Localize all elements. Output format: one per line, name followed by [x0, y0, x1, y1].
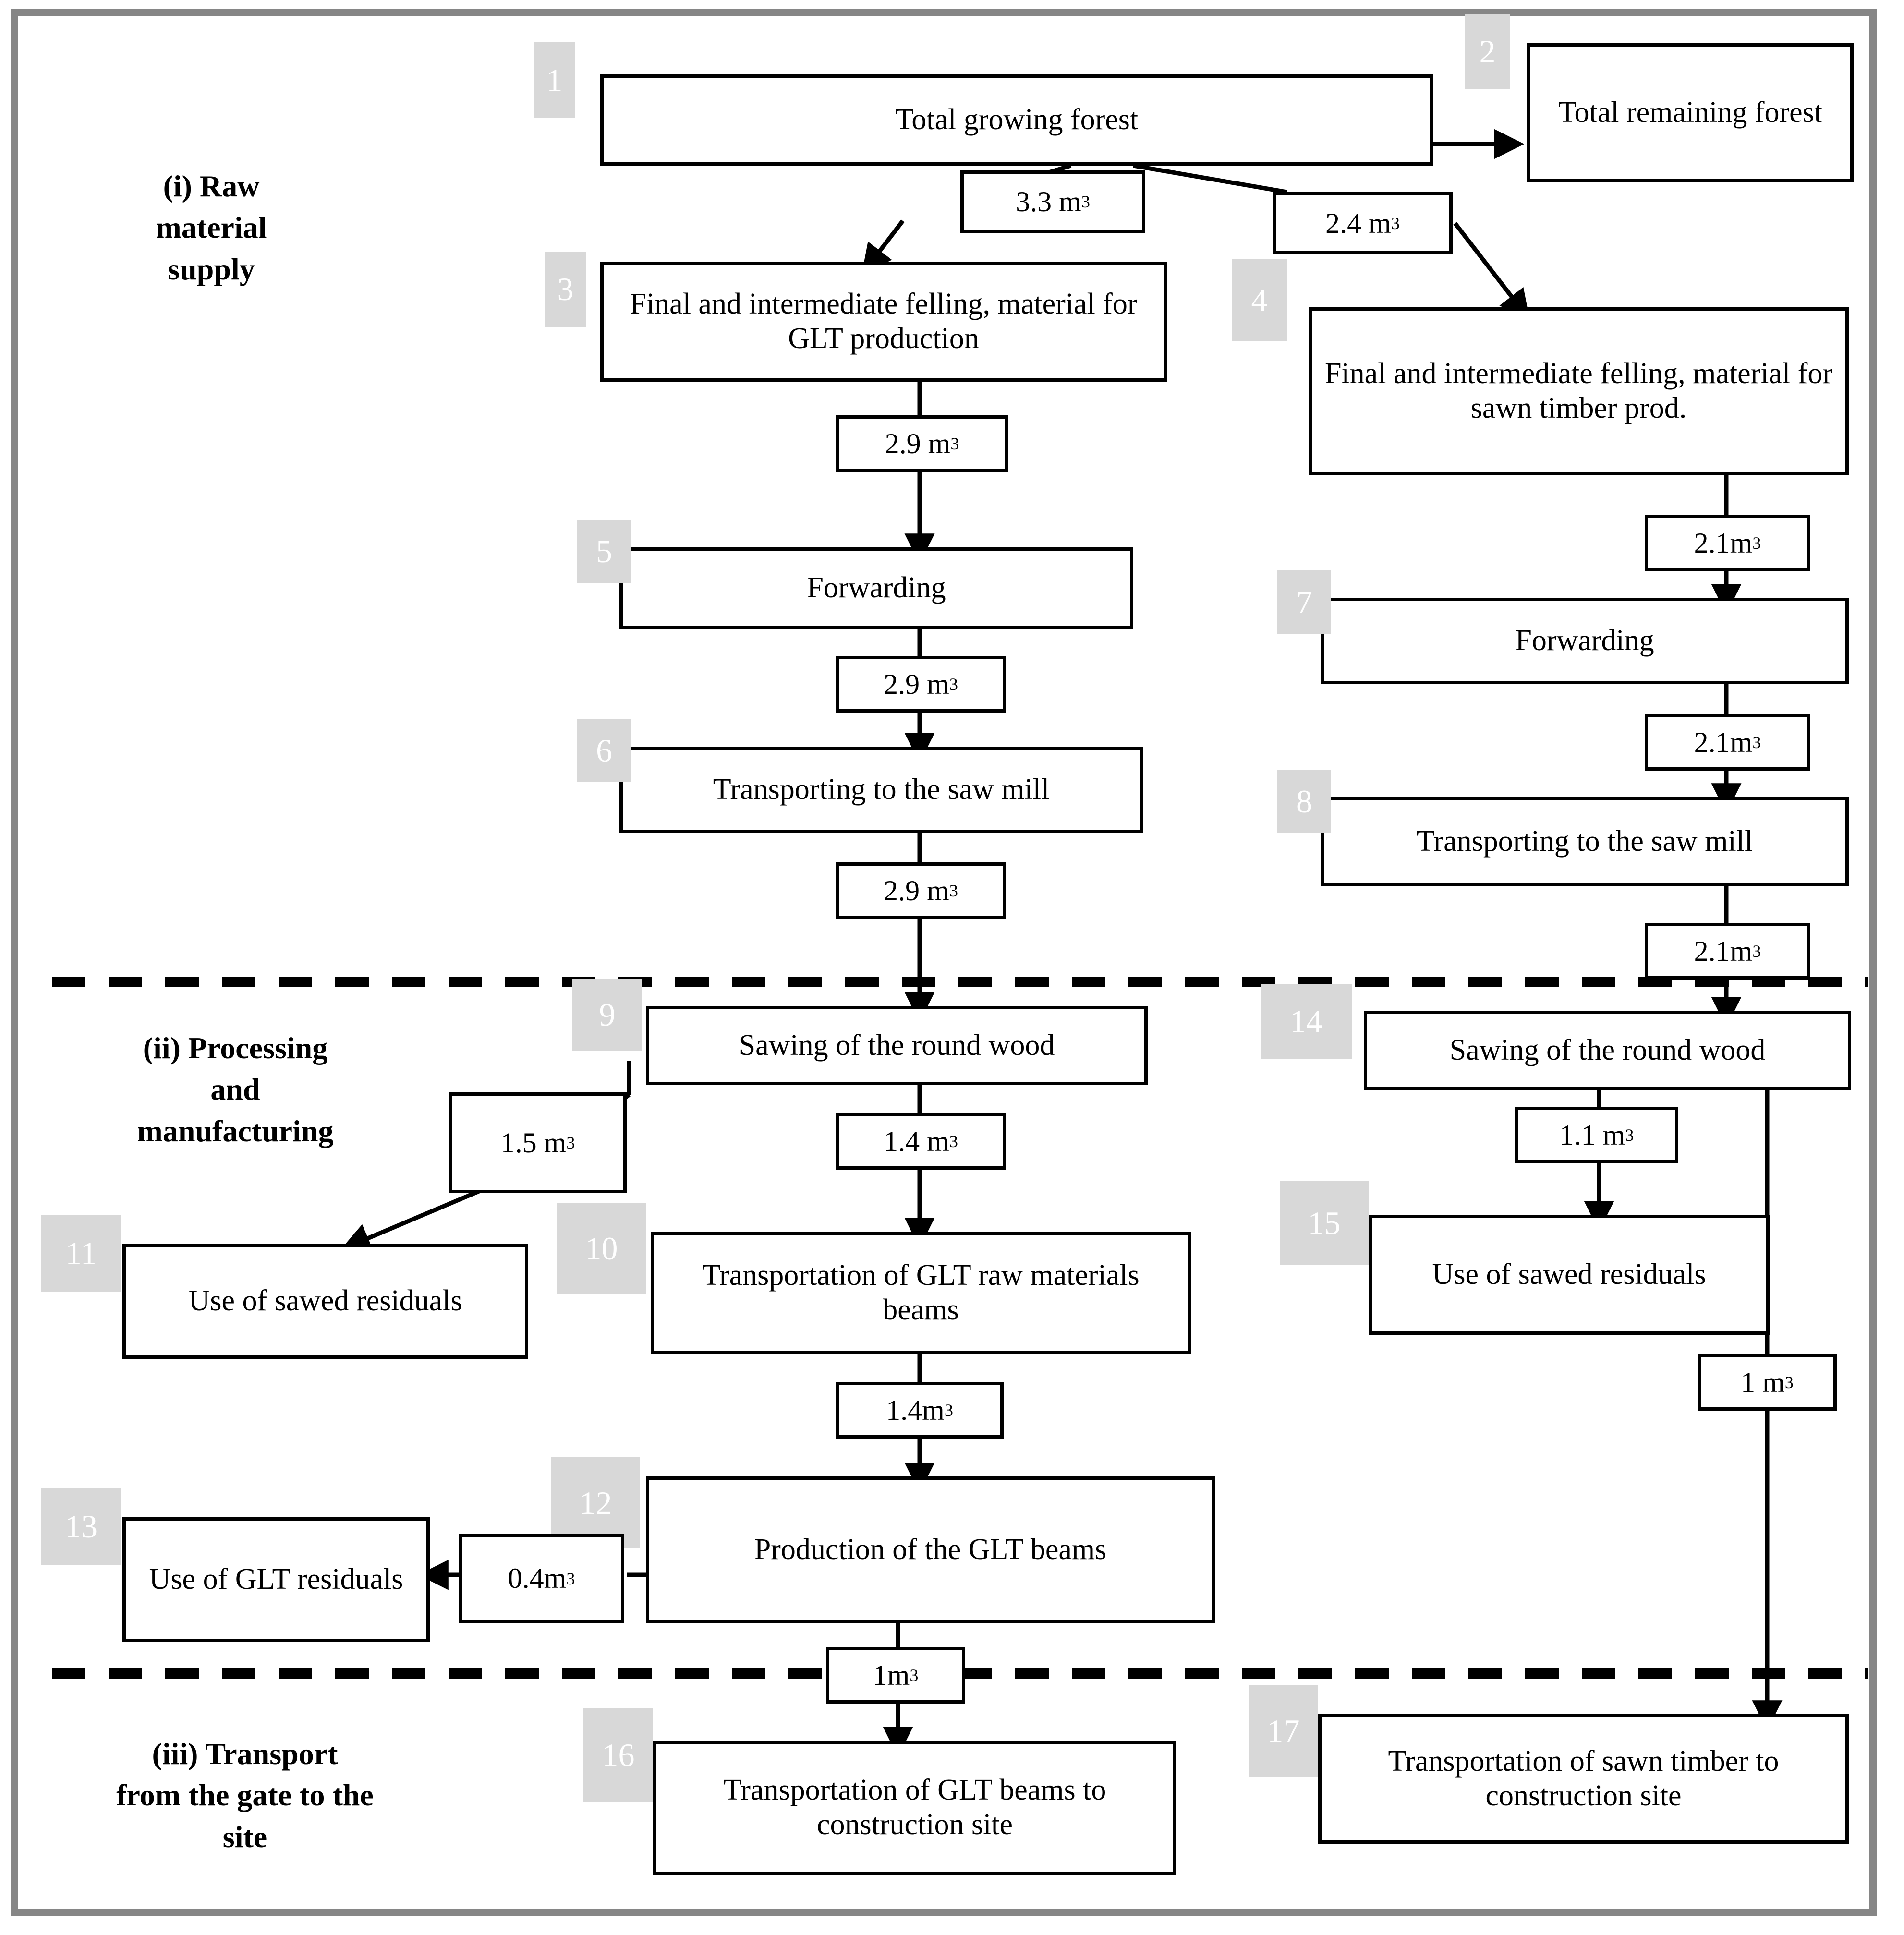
flow-value: 1.5	[500, 1126, 537, 1159]
flow-unit: m	[1059, 185, 1081, 218]
process-box-15[interactable]: Use of sawed residuals	[1369, 1215, 1770, 1335]
flow-value: 2.4	[1325, 207, 1362, 239]
flow-value: 1.1	[1559, 1119, 1596, 1151]
node-badge-14: 14	[1261, 984, 1352, 1059]
flow-unit: m	[1602, 1119, 1625, 1151]
process-box-3[interactable]: Final and intermediate felling, material…	[600, 262, 1167, 382]
node-badge-9: 9	[572, 979, 642, 1051]
flow-unit: m	[1730, 527, 1753, 559]
flow-value: 2.9	[884, 668, 920, 700]
node-badge-2: 2	[1465, 14, 1510, 89]
flow-value: 3.3	[1016, 185, 1052, 218]
flow-value: 2.9	[885, 427, 921, 460]
flow-unit: m	[1730, 935, 1753, 967]
flow-value: 0.4	[508, 1562, 544, 1594]
flow-value: 2.1	[1694, 527, 1730, 559]
flow-value: 1.4	[884, 1125, 920, 1157]
process-box-4[interactable]: Final and intermediate felling, material…	[1309, 307, 1849, 475]
process-box-5[interactable]: Forwarding	[619, 547, 1133, 629]
process-box-12[interactable]: Production of the GLT beams	[646, 1476, 1215, 1623]
process-box-16[interactable]: Transportation of GLT beams to construct…	[653, 1741, 1176, 1875]
flow-unit: m	[927, 1125, 949, 1157]
flow-value: 1	[873, 1659, 887, 1691]
process-box-14[interactable]: Sawing of the round wood	[1364, 1011, 1851, 1090]
process-box-1[interactable]: Total growing forest	[600, 74, 1433, 166]
process-box-2[interactable]: Total remaining forest	[1527, 43, 1854, 182]
flow-value: 1	[1741, 1366, 1756, 1398]
flow-unit: m	[927, 874, 949, 907]
node-badge-1: 1	[534, 42, 575, 118]
node-badge-17: 17	[1249, 1685, 1318, 1777]
node-badge-13: 13	[41, 1488, 121, 1565]
node-badge-8: 8	[1277, 770, 1331, 833]
node-badge-7: 7	[1277, 570, 1331, 634]
node-badge-6: 6	[577, 719, 631, 782]
node-badge-10: 10	[557, 1203, 646, 1294]
flow-unit: m	[1730, 726, 1753, 758]
flow-unit: m	[922, 1394, 945, 1426]
flow-value: 2.1	[1694, 726, 1730, 758]
flow-value: 2.9	[884, 874, 920, 907]
node-badge-3: 3	[545, 252, 586, 327]
flow-value: 2.1	[1694, 935, 1730, 967]
flow-unit: m	[887, 1659, 910, 1691]
flow-unit: m	[1762, 1366, 1785, 1398]
flow-unit: m	[544, 1562, 567, 1594]
process-box-9[interactable]: Sawing of the round wood	[646, 1006, 1148, 1085]
node-badge-5: 5	[577, 520, 631, 583]
process-box-11[interactable]: Use of sawed residuals	[122, 1244, 528, 1359]
flow-unit: m	[928, 427, 951, 460]
node-badge-12: 12	[551, 1457, 640, 1548]
process-box-10[interactable]: Transportation of GLT raw materials beam…	[651, 1232, 1191, 1354]
node-badge-15: 15	[1280, 1181, 1369, 1265]
process-box-6[interactable]: Transporting to the saw mill	[619, 747, 1143, 833]
process-box-17[interactable]: Transportation of sawn timber to constru…	[1318, 1714, 1849, 1844]
process-box-13[interactable]: Use of GLT residuals	[122, 1517, 430, 1642]
process-box-8[interactable]: Transporting to the saw mill	[1321, 797, 1849, 886]
node-badge-4: 4	[1232, 259, 1287, 341]
flow-value: 1.4	[886, 1394, 922, 1426]
flow-unit: m	[927, 668, 949, 700]
flow-unit: m	[1369, 207, 1391, 239]
node-badge-16: 16	[583, 1708, 653, 1802]
node-badge-11: 11	[41, 1215, 121, 1292]
flow-unit: m	[544, 1126, 567, 1159]
process-box-7[interactable]: Forwarding	[1321, 598, 1849, 684]
